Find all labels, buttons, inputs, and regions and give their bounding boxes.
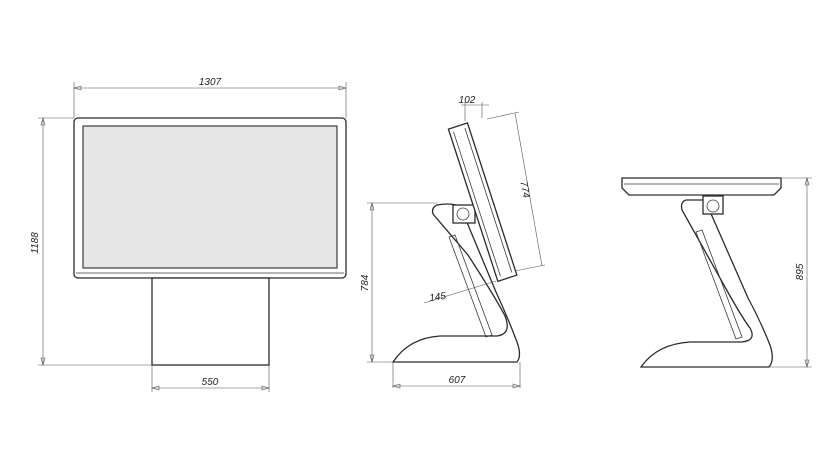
flat-view: 895 <box>621 176 812 369</box>
flat-height-label: 895 <box>795 263 806 280</box>
side-screen-extension-bottom <box>514 264 546 272</box>
flat-hinge-pivot <box>706 199 720 213</box>
tilted-monitor-body <box>447 122 518 283</box>
front-view: 1307 1188 550 <box>30 77 348 392</box>
side-screen-label: 774 <box>518 180 532 199</box>
side-screen-extension-top <box>486 111 520 120</box>
arrow <box>72 85 82 91</box>
arrow <box>512 383 522 389</box>
arrow <box>40 116 46 126</box>
tilted-monitor-back <box>453 131 501 277</box>
side-view: 102 774 784 145 607 <box>360 95 546 389</box>
side-arm-label: 145 <box>429 291 447 304</box>
flat-stand-slot <box>695 229 743 340</box>
side-height-label: 784 <box>360 274 371 291</box>
arrow <box>369 201 375 211</box>
arrow <box>391 383 401 389</box>
flat-stand-column <box>639 199 773 368</box>
arrow <box>369 354 375 364</box>
tilted-monitor <box>447 122 518 283</box>
arrow <box>261 385 271 391</box>
side-screen-dimension-line <box>514 112 543 267</box>
monitor-screen <box>82 125 338 269</box>
front-height-label: 1188 <box>30 232 41 254</box>
hinge-pivot <box>456 207 470 221</box>
pedestal <box>151 277 270 366</box>
side-base-label: 607 <box>449 375 466 386</box>
side-arm-dimension-line <box>423 280 497 304</box>
front-base-label: 550 <box>202 377 219 388</box>
arrow <box>804 359 810 369</box>
side-depth-label: 102 <box>459 95 476 106</box>
arrow <box>40 357 46 367</box>
arrow <box>338 85 348 91</box>
tilted-monitor-glass <box>464 127 513 273</box>
arrow <box>804 176 810 186</box>
stand-column <box>391 203 521 363</box>
arrow <box>150 385 160 391</box>
stand-slot <box>448 234 493 338</box>
flat-hinge-block <box>702 195 724 215</box>
front-width-label: 1307 <box>199 77 222 88</box>
flat-monitor-body <box>621 177 782 196</box>
